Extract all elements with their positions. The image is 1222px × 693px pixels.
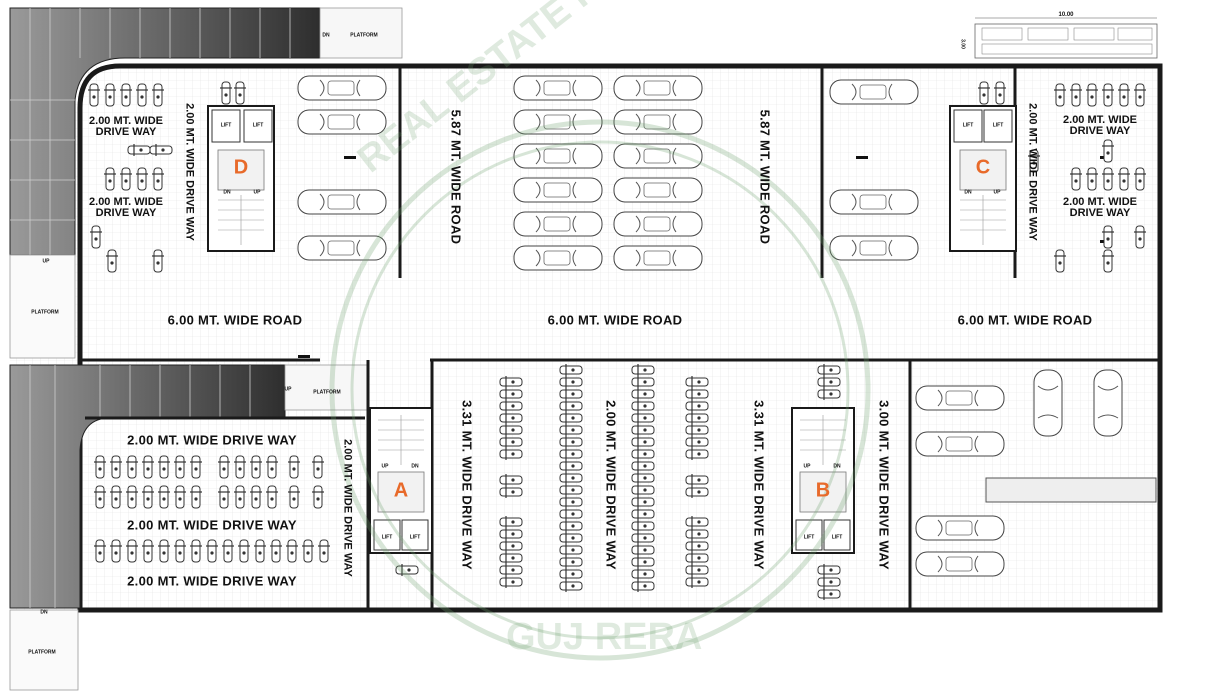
- core-label-b: B: [815, 479, 831, 502]
- lift-c-1: LIFT: [962, 122, 974, 129]
- stair-c-up: UP: [993, 189, 1001, 196]
- stair-a-up: UP: [381, 463, 389, 470]
- platform-mid: PLATFORM: [313, 389, 341, 396]
- driveway-bottom-left-2: 2.00 MT. WIDE DRIVE WAY: [127, 517, 297, 533]
- lift-a-1: LIFT: [381, 534, 393, 541]
- driveway-bottom-left-1: 2.00 MT. WIDE DRIVE WAY: [127, 432, 297, 448]
- road-label-right: 6.00 MT. WIDE ROAD: [957, 312, 1093, 328]
- stair-b-up: UP: [803, 463, 811, 470]
- lift-b-2: LIFT: [831, 534, 843, 541]
- road-587-left: 5.87 MT. WIDE ROAD: [448, 109, 464, 245]
- platform-bottom: PLATFORM: [28, 649, 56, 656]
- driveway-bottom-left-3: 2.00 MT. WIDE DRIVE WAY: [127, 573, 297, 589]
- key-plan: [974, 17, 1158, 59]
- lift-d-1: LIFT: [220, 122, 232, 129]
- ramp-top-left: [9, 7, 321, 256]
- platform-top: PLATFORM: [350, 32, 378, 39]
- core-label-a: A: [393, 479, 409, 502]
- driveway-331-right: 3.31 MT. WIDE DRIVE WAY: [751, 400, 767, 570]
- stair-a-dn: DN: [411, 463, 419, 470]
- lift-d-2: LIFT: [252, 122, 264, 129]
- rera-watermark-seal: [329, 119, 871, 661]
- driveway-200-center: 2.00 MT. WIDE DRIVE WAY: [603, 400, 619, 570]
- stair-b-dn: DN: [833, 463, 841, 470]
- key-plan-width: 10.00: [1058, 12, 1074, 18]
- lift-c-2: LIFT: [992, 122, 1004, 129]
- lift-a-2: LIFT: [409, 534, 421, 541]
- driveway-c-vertical: 2.00 MT. WIDE DRIVE WAY: [1026, 103, 1039, 241]
- driveway-d-vertical: 2.00 MT. WIDE DRIVE WAY: [183, 103, 196, 241]
- road-label-center: 6.00 MT. WIDE ROAD: [547, 312, 683, 328]
- ramp-bottom-dn: DN: [40, 609, 48, 616]
- stair-d-up: UP: [253, 189, 261, 196]
- ramp-top-dn: DN: [322, 32, 330, 39]
- platform-left: PLATFORM: [31, 309, 59, 316]
- driveway-300: 3.00 MT. WIDE DRIVE WAY: [876, 400, 892, 570]
- core-label-c: C: [975, 156, 991, 179]
- stair-d-dn: DN: [223, 189, 231, 196]
- watermark-guj-rera: GUJ RERA: [506, 616, 703, 658]
- lift-b-1: LIFT: [803, 534, 815, 541]
- ramp-left-up: UP: [42, 258, 50, 265]
- core-label-d: D: [233, 156, 249, 179]
- stair-c-dn: DN: [964, 189, 972, 196]
- ramp-mid-up: UP: [284, 386, 292, 393]
- road-587-right: 5.87 MT. WIDE ROAD: [757, 109, 773, 245]
- driveway-a-vertical: 2.00 MT. WIDE DRIVE WAY: [341, 439, 354, 577]
- road-label-left: 6.00 MT. WIDE ROAD: [167, 312, 303, 328]
- outer-wall: [77, 63, 1163, 613]
- key-plan-height: 3.00: [959, 39, 966, 49]
- driveway-331-left: 3.31 MT. WIDE DRIVE WAY: [459, 400, 475, 570]
